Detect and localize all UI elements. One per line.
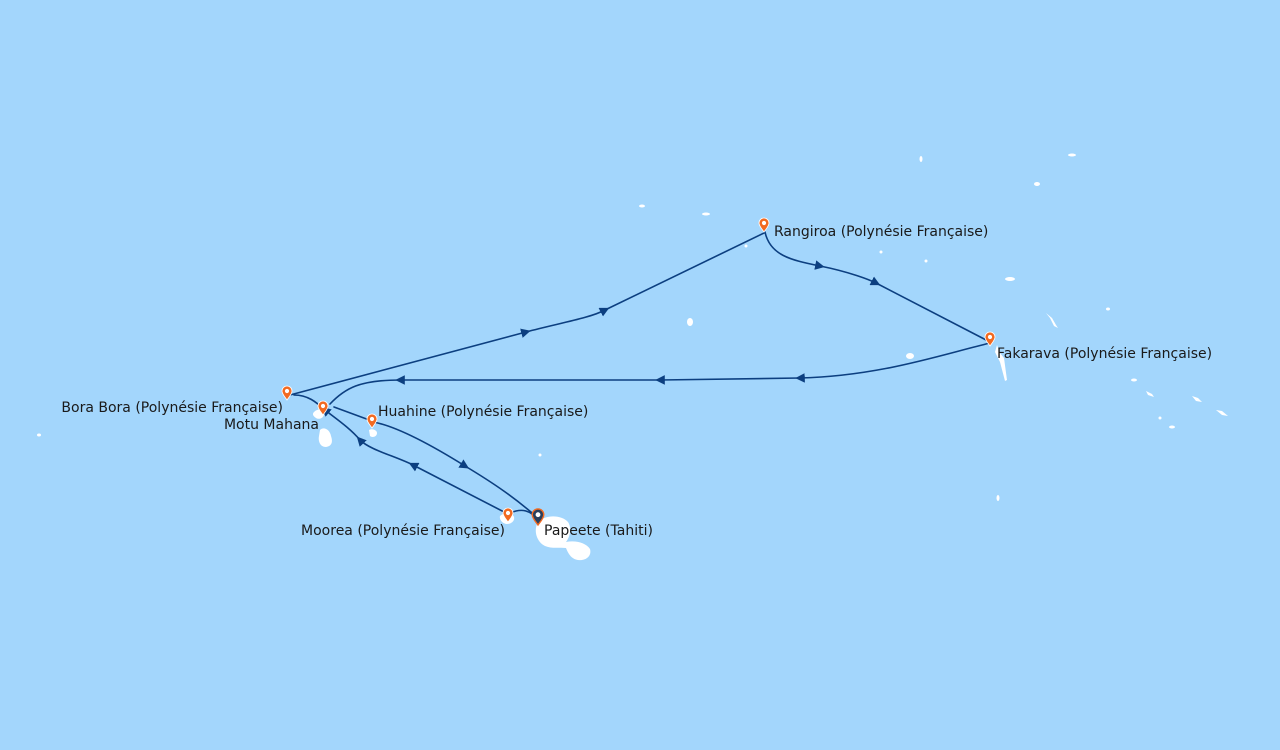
islet bbox=[687, 318, 693, 326]
pin-center bbox=[505, 510, 511, 516]
tahiti-island bbox=[535, 516, 591, 561]
rangiroa-marker-icon[interactable] bbox=[758, 217, 770, 233]
islet bbox=[639, 204, 645, 208]
route-rangiroa-fakarava bbox=[764, 231, 991, 343]
rangiroa-label: Rangiroa (Polynésie Française) bbox=[774, 224, 988, 240]
papeete-label: Papeete (Tahiti) bbox=[544, 523, 653, 539]
huahine-marker-icon[interactable] bbox=[366, 413, 378, 429]
bora-bora-label: Bora Bora (Polynésie Française) bbox=[61, 400, 283, 416]
islet bbox=[744, 244, 748, 248]
islet bbox=[1169, 425, 1175, 429]
islet bbox=[1192, 396, 1202, 402]
moorea-marker-icon[interactable] bbox=[502, 507, 514, 523]
fakarava-marker-icon[interactable] bbox=[984, 331, 996, 347]
motu-mahana-marker-icon[interactable] bbox=[317, 400, 329, 416]
pin-center bbox=[761, 220, 767, 226]
fakarava-atoll bbox=[995, 345, 1007, 381]
islet bbox=[924, 259, 928, 263]
islet bbox=[538, 453, 542, 457]
islet bbox=[702, 212, 710, 216]
islet bbox=[1158, 416, 1162, 420]
pin-center bbox=[284, 388, 290, 394]
pin-center bbox=[535, 512, 541, 518]
route-huahine-papeete bbox=[372, 421, 539, 519]
papeete-marker-icon[interactable] bbox=[531, 508, 545, 527]
islet bbox=[1034, 182, 1040, 186]
islet bbox=[1005, 277, 1015, 281]
islet bbox=[1106, 307, 1110, 311]
pin-center bbox=[987, 334, 993, 340]
islet bbox=[1146, 391, 1154, 397]
fakarava-label: Fakarava (Polynésie Française) bbox=[997, 346, 1212, 362]
islet bbox=[1131, 378, 1137, 382]
route-moorea-bora-bora bbox=[293, 394, 509, 515]
label-layer: Rangiroa (Polynésie Française) Fakarava (… bbox=[61, 224, 1212, 539]
moorea-label: Moorea (Polynésie Française) bbox=[301, 523, 505, 539]
pin-center bbox=[369, 416, 375, 422]
route-motu-mahana-huahine bbox=[333, 406, 373, 422]
route-bora-bora-rangiroa bbox=[289, 232, 765, 396]
huahine-label: Huahine (Polynésie Française) bbox=[378, 404, 588, 420]
islet bbox=[1046, 313, 1058, 328]
islet bbox=[906, 353, 914, 359]
route-fakarava-motu-mahana bbox=[329, 342, 991, 405]
bora-bora-marker-icon[interactable] bbox=[281, 385, 293, 401]
pin-center bbox=[320, 403, 326, 409]
islet bbox=[1216, 410, 1228, 416]
motu-mahana-label: Motu Mahana bbox=[224, 417, 319, 433]
route-layer bbox=[289, 231, 991, 521]
islet bbox=[1068, 153, 1076, 157]
islet bbox=[37, 433, 41, 437]
islet bbox=[919, 156, 923, 162]
marker-layer[interactable] bbox=[281, 217, 996, 527]
islet bbox=[879, 250, 883, 254]
islet bbox=[996, 495, 1000, 501]
